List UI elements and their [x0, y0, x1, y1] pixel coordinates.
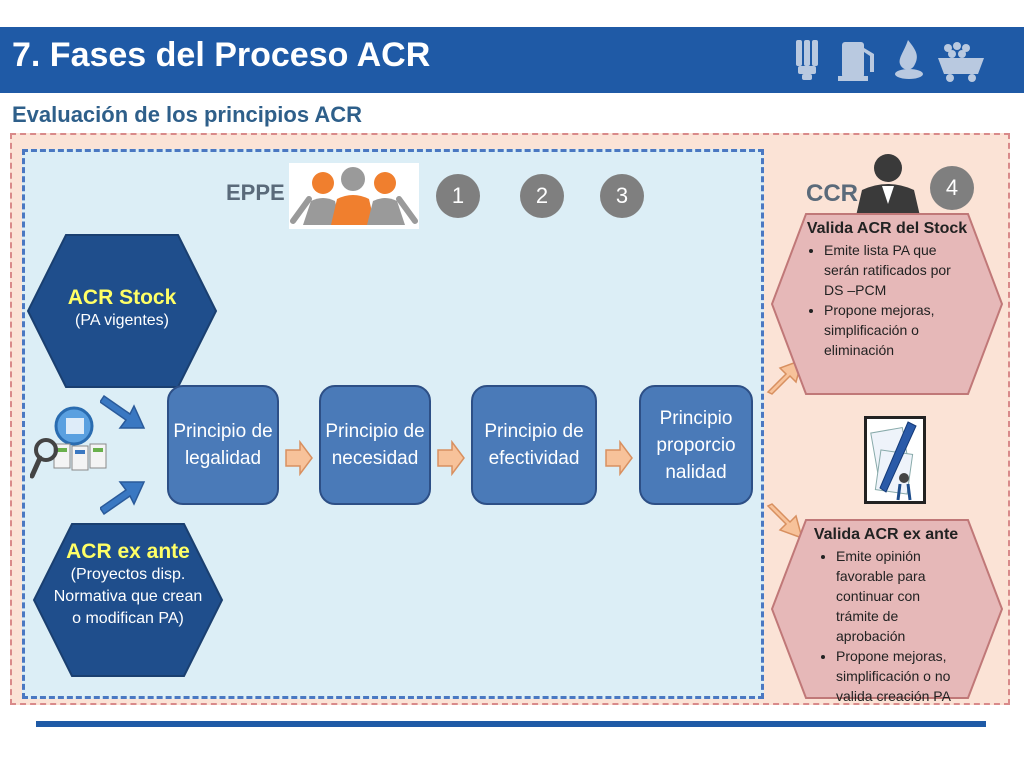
people-group-icon [289, 163, 419, 229]
arrow-right-icon [437, 440, 465, 476]
eppe-label: EPPE [226, 180, 285, 205]
ccr-stock-content: Valida ACR del Stock Emite lista PA que … [806, 218, 968, 360]
section-subtitle: Evaluación de los principios ACR [12, 102, 363, 127]
arrow-down-right-icon [100, 394, 146, 429]
ccr-label: CCR [806, 180, 858, 207]
step-4-badge: 4 [930, 166, 974, 210]
ccr-exante-content: Valida ACR ex ante Emite opinión favorab… [806, 524, 966, 706]
acr-exante-text: ACR ex ante (Proyectos disp. Normativa q… [50, 540, 206, 630]
list-item: Emite opinión favorable para continuar c… [836, 546, 966, 646]
acr-stock-subtitle: (PA vigentes) [75, 312, 169, 329]
list-item: Propone mejoras, simplificación o no val… [836, 646, 966, 706]
ccr-exante-list: Emite opinión favorable para continuar c… [806, 546, 966, 706]
step-3-badge: 3 [600, 174, 644, 218]
fuel-pump-icon [838, 42, 874, 81]
principle-efectividad: Principio de efectividad [471, 385, 597, 505]
acr-exante-hexagon [32, 523, 224, 677]
ccr-stock-list: Emite lista PA que serán ratificados por… [806, 240, 968, 360]
person-icon [856, 154, 920, 216]
page-title: 7. Fases del Proceso ACR [12, 36, 431, 74]
acr-stock-text: ACR Stock (PA vigentes) [40, 286, 204, 332]
ccr-stock-hexagon [770, 213, 1004, 395]
gas-flame-icon [895, 40, 923, 79]
footer-rule [36, 721, 986, 727]
documents-magnifier-icon [30, 406, 107, 479]
list-item: Emite lista PA que serán ratificados por… [824, 240, 968, 300]
arrow-right-icon [605, 440, 633, 476]
lightbulb-icon [796, 40, 818, 80]
acr-exante-subtitle: (Proyectos disp. Normativa que crean o m… [53, 566, 203, 627]
principle-necesidad: Principio de necesidad [319, 385, 431, 505]
step-1-badge: 1 [436, 174, 480, 218]
list-item: Propone mejoras, simplificación o elimin… [824, 300, 968, 360]
ccr-exante-hexagon [770, 519, 1004, 699]
arrow-up-right-icon [100, 481, 146, 516]
arrow-down-right-orange-icon [766, 503, 804, 540]
step-2-badge: 2 [520, 174, 564, 218]
acr-stock-title: ACR Stock [67, 286, 177, 309]
mining-cart-icon [938, 42, 984, 82]
ccr-exante-title: Valida ACR ex ante [813, 526, 959, 543]
signing-document-icon [864, 416, 926, 504]
principle-proporcionalidad: Principio proporcio nalidad [639, 385, 753, 505]
header-icons [796, 40, 984, 82]
ccr-stock-title: Valida ACR del Stock [806, 220, 968, 237]
arrow-right-icon [285, 440, 313, 476]
acr-exante-title: ACR ex ante [66, 540, 190, 563]
principle-legalidad: Principio de legalidad [167, 385, 279, 505]
